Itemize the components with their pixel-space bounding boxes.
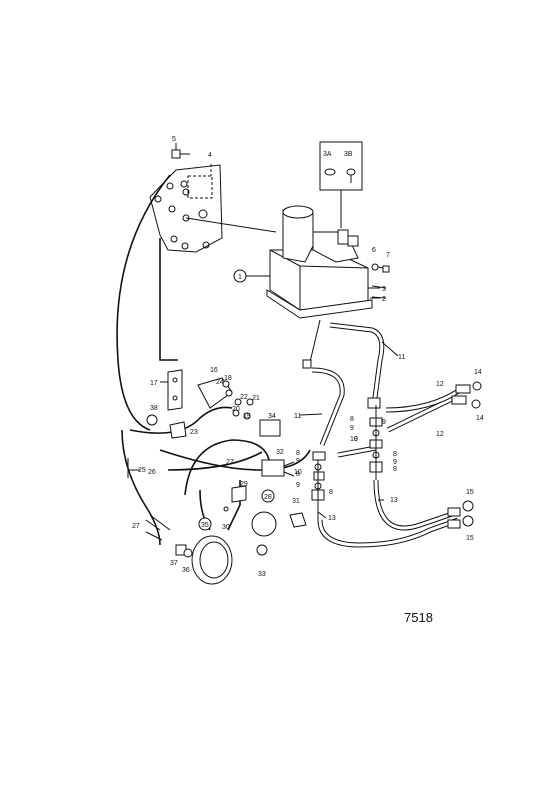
callout-24: 24 xyxy=(216,379,224,386)
callout-9-d: 9 xyxy=(393,459,397,466)
callout-12-a: 12 xyxy=(436,381,444,388)
callout-23: 23 xyxy=(190,429,198,436)
callout-8-e: 8 xyxy=(329,489,333,496)
callout-33: 33 xyxy=(258,571,266,578)
callout-13-a: 13 xyxy=(390,497,398,504)
callout-26: 26 xyxy=(148,469,156,476)
callouts: 1 2 3 3A 3B 4 5 6 7 8 8 8 8 8 8 9 9 9 9 … xyxy=(132,136,484,578)
pump-unit xyxy=(266,205,387,319)
callout-10-a: 10 xyxy=(350,436,358,443)
callout-7: 7 xyxy=(386,252,390,259)
leader-lines xyxy=(127,275,399,519)
callout-4: 4 xyxy=(208,152,212,159)
bracket-plate xyxy=(149,164,277,253)
wiring xyxy=(116,174,311,546)
callout-13-b: 13 xyxy=(328,515,336,522)
gauge-small xyxy=(251,511,277,537)
callout-14-b: 14 xyxy=(476,415,484,422)
callout-15-b: 15 xyxy=(466,535,474,542)
bolt xyxy=(171,143,190,159)
callout-27-b: 27 xyxy=(132,523,140,530)
callout-37: 37 xyxy=(170,560,178,567)
callout-9-b: 9 xyxy=(350,425,354,432)
callout-34: 34 xyxy=(268,413,276,420)
fitting-stack xyxy=(311,405,383,520)
callout-3a: 3A xyxy=(323,151,332,158)
fasteners-6-7 xyxy=(371,263,390,273)
hoses xyxy=(302,319,482,548)
callout-5: 5 xyxy=(172,136,176,143)
callout-38: 38 xyxy=(150,405,158,412)
callout-8-a: 8 xyxy=(350,416,354,423)
callout-29: 29 xyxy=(240,481,248,488)
callout-30: 30 xyxy=(222,524,230,531)
detail-inset xyxy=(319,141,363,228)
callout-12-b: 12 xyxy=(436,431,444,438)
callout-19: 19 xyxy=(243,413,251,420)
callout-18: 18 xyxy=(224,375,232,382)
callout-10-b: 10 xyxy=(294,469,302,476)
callout-28: 28 xyxy=(264,494,272,501)
callout-9-e: 9 xyxy=(296,482,300,489)
callout-22: 22 xyxy=(240,394,248,401)
callout-11-a: 11 xyxy=(398,354,405,361)
callout-21: 21 xyxy=(252,395,260,402)
callout-36: 36 xyxy=(182,567,190,574)
callout-14-a: 14 xyxy=(474,369,482,376)
callout-3b: 3B xyxy=(344,151,353,158)
callout-9-f: 9 xyxy=(354,436,358,443)
callout-1: 1 xyxy=(238,274,242,281)
callout-9-c: 9 xyxy=(296,458,300,465)
callout-25: 25 xyxy=(138,467,146,474)
gauge-large xyxy=(191,535,233,585)
callout-20: 20 xyxy=(232,406,240,413)
callout-8-f: 8 xyxy=(296,471,300,478)
callout-8-c: 8 xyxy=(393,451,397,458)
callout-8-b: 8 xyxy=(296,450,300,457)
callout-6: 6 xyxy=(372,247,376,254)
figure-number: 7518 xyxy=(404,610,433,625)
callout-15-a: 15 xyxy=(466,489,474,496)
callout-2: 2 xyxy=(382,296,386,303)
callout-17: 17 xyxy=(150,380,158,387)
callout-9-a: 9 xyxy=(382,419,386,426)
callout-31: 31 xyxy=(292,498,300,505)
callout-8-d: 8 xyxy=(393,466,397,473)
callout-27-a: 27 xyxy=(226,459,234,466)
callout-3: 3 xyxy=(382,286,386,293)
callout-35: 35 xyxy=(201,522,209,529)
callout-16: 16 xyxy=(210,367,218,374)
callout-32: 32 xyxy=(276,449,284,456)
callout-11-b: 11 xyxy=(294,413,301,420)
